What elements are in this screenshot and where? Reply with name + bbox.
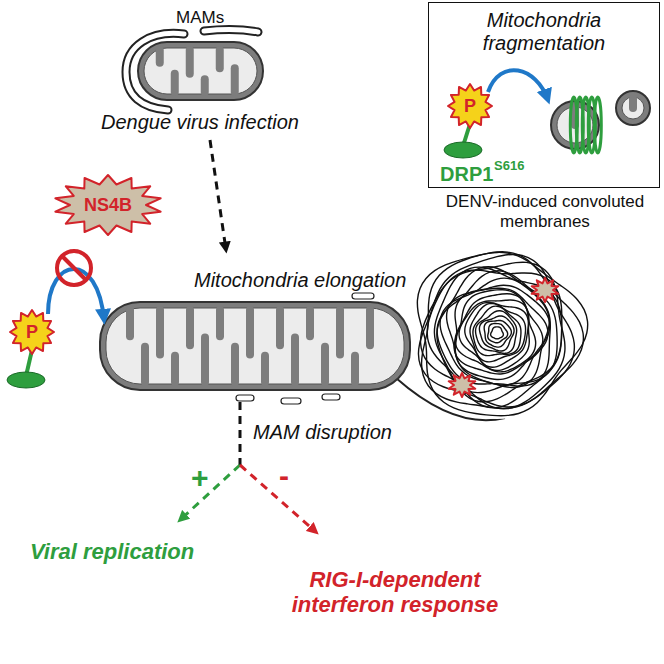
drp1-protein bbox=[7, 372, 45, 388]
mito-crista bbox=[321, 343, 329, 386]
sign-label: - bbox=[279, 459, 289, 494]
residue-label: S616 bbox=[494, 159, 524, 174]
mito-outer-membrane bbox=[100, 302, 410, 390]
er-membrane-outline bbox=[126, 33, 184, 110]
mito-crista bbox=[261, 352, 269, 386]
sign-label: + bbox=[191, 461, 209, 496]
process-label: MAM disruption bbox=[253, 421, 392, 444]
phospho-group bbox=[448, 84, 492, 128]
mito-crista bbox=[171, 352, 179, 386]
inset-ground bbox=[429, 3, 659, 187]
mito-crista bbox=[246, 306, 254, 358]
inhibition-slash bbox=[62, 256, 86, 280]
drp1-protein bbox=[444, 142, 482, 158]
convoluted-membrane bbox=[447, 285, 550, 385]
fission-arrow bbox=[48, 269, 104, 320]
protein-label: NS4B bbox=[84, 195, 132, 216]
mito-crista bbox=[156, 46, 164, 67]
mito-crista bbox=[291, 334, 299, 386]
mito-crista bbox=[276, 306, 284, 349]
er-membrane bbox=[126, 33, 184, 110]
organelle-label: MAMs bbox=[176, 8, 224, 28]
inhibit-arrow bbox=[240, 465, 316, 532]
infection-arrow bbox=[210, 140, 226, 250]
convoluted-membrane bbox=[422, 252, 584, 409]
mito-crista bbox=[351, 352, 359, 386]
inhibition-sign bbox=[57, 251, 91, 285]
convoluted-membrane bbox=[491, 327, 504, 339]
mito-crista bbox=[201, 334, 209, 386]
convoluted-membrane bbox=[459, 300, 529, 370]
fission-arrow bbox=[488, 70, 548, 100]
inset-panel: Mitochondria fragmentation bbox=[428, 2, 660, 188]
process-label: Dengue virus infection bbox=[101, 111, 299, 134]
mito-crista bbox=[216, 306, 224, 340]
protein-label: DRP1 bbox=[440, 163, 493, 186]
panel-title: Mitochondria fragmentation bbox=[429, 3, 659, 55]
mito-crista bbox=[156, 306, 164, 358]
convoluted-membrane bbox=[455, 288, 548, 379]
er-membrane bbox=[204, 30, 258, 32]
promote-arrow bbox=[180, 465, 240, 520]
mito-crista bbox=[126, 306, 134, 340]
mito-crista bbox=[306, 306, 314, 340]
er-fragment bbox=[352, 293, 374, 299]
er-fragment bbox=[281, 398, 301, 404]
convoluted-membrane bbox=[427, 270, 562, 408]
convoluted-membrane bbox=[484, 320, 511, 347]
mito-crista bbox=[231, 64, 239, 96]
convoluted-membrane bbox=[417, 252, 587, 415]
mito-crista bbox=[216, 46, 224, 72]
convoluted-membrane bbox=[488, 324, 508, 343]
mito-crista bbox=[201, 75, 209, 96]
er-fragment bbox=[236, 395, 254, 401]
ns4b-in-membrane bbox=[532, 278, 559, 302]
outcome-trunk bbox=[239, 402, 242, 465]
convoluted-membrane bbox=[455, 294, 536, 372]
convoluted-membrane bbox=[465, 302, 529, 367]
er-membrane-outline bbox=[204, 30, 258, 32]
artwork bbox=[7, 3, 659, 532]
er-fragment bbox=[322, 394, 340, 400]
outcome-label: Viral replication bbox=[30, 539, 194, 564]
mito-fragment bbox=[616, 91, 650, 125]
phospho-label: P bbox=[26, 322, 38, 343]
drp1-ring bbox=[594, 97, 601, 153]
mito-crista bbox=[141, 343, 149, 386]
convoluted-membrane bbox=[454, 290, 543, 374]
mito-crista bbox=[336, 306, 344, 358]
structure-label: DENV-induced convoluted membranes bbox=[445, 192, 645, 231]
mito-crista bbox=[366, 306, 374, 349]
mito-crista bbox=[231, 343, 239, 386]
mito-outer-membrane bbox=[138, 42, 263, 100]
ns4b-protein bbox=[55, 175, 160, 235]
membrane-ground bbox=[411, 247, 583, 419]
phospho-label: P bbox=[464, 96, 476, 117]
process-label: Mitochondria elongation bbox=[194, 269, 406, 292]
phospho-group bbox=[10, 310, 54, 354]
mito-crista bbox=[629, 95, 637, 112]
outcome-label: RIG-I-dependent interferon response bbox=[275, 567, 515, 618]
mito-crista bbox=[186, 46, 194, 78]
mito-matrix bbox=[106, 308, 404, 384]
convoluted-membrane bbox=[479, 316, 514, 351]
convoluted-membrane bbox=[434, 267, 561, 402]
convoluted-membrane bbox=[470, 303, 526, 361]
mito-crista bbox=[186, 306, 194, 349]
mito-crista bbox=[171, 70, 179, 96]
ns4b-in-membrane bbox=[449, 373, 476, 397]
